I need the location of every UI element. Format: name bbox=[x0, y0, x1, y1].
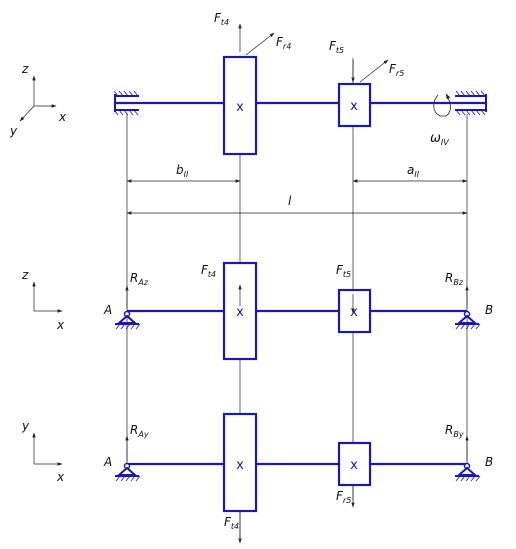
top-gear-4 bbox=[222, 55, 258, 156]
bot-axis-x-label: x bbox=[56, 470, 65, 484]
svg-text:aII: aII bbox=[407, 163, 420, 179]
bottom-axes: y x bbox=[21, 419, 65, 484]
mid-ft5-label: Ft5 bbox=[336, 263, 351, 279]
bot-support-A bbox=[115, 462, 141, 482]
top-gear-4-mark: x bbox=[236, 100, 244, 115]
middle-axes: z x bbox=[21, 268, 65, 332]
omega-rotation-arrow bbox=[433, 93, 451, 117]
mid-gear-4 bbox=[222, 261, 258, 361]
bot-support-B bbox=[455, 462, 481, 482]
top-fr5-arrow bbox=[359, 59, 389, 83]
bot-gear-4-mark: x bbox=[236, 458, 244, 473]
dimension-l: l bbox=[126, 194, 468, 215]
bot-ft4-label: Ft4 bbox=[224, 515, 239, 531]
mid-support-B bbox=[455, 310, 481, 330]
bot-rby-label: RBy bbox=[445, 423, 464, 439]
mid-gear-4-mark: x bbox=[236, 305, 244, 320]
mid-axis-x-label: x bbox=[56, 318, 65, 332]
top-ft4-label: Ft4 bbox=[214, 11, 229, 27]
mid-support-A bbox=[115, 310, 141, 330]
mid-rbz-label: RBz bbox=[445, 271, 464, 287]
bot-axis-y-label: y bbox=[21, 419, 30, 433]
bot-support-B-label: B bbox=[485, 455, 493, 469]
bot-gear-5 bbox=[337, 441, 372, 487]
top-gear-5 bbox=[337, 82, 372, 128]
dimension-b: bII bbox=[126, 163, 241, 183]
bot-support-A-label: A bbox=[103, 455, 112, 469]
bot-fr5-label: Fr5 bbox=[336, 489, 351, 505]
mid-raz-label: RAz bbox=[130, 271, 149, 287]
dimension-a: aII bbox=[352, 163, 468, 183]
top-axis-y-label: y bbox=[9, 124, 18, 138]
top-fr4-label: Fr4 bbox=[276, 35, 291, 51]
top-shaft bbox=[113, 90, 487, 116]
mid-gear-5-mark: x bbox=[350, 305, 358, 320]
bot-ray-label: RAy bbox=[130, 423, 149, 439]
svg-text:bII: bII bbox=[176, 163, 189, 179]
top-axes: z x y bbox=[9, 62, 67, 138]
top-axis-z-label: z bbox=[21, 62, 29, 76]
top-gear-5-mark: x bbox=[350, 99, 358, 114]
mid-support-B-label: B bbox=[485, 303, 493, 317]
omega-label: ωIV bbox=[430, 131, 449, 147]
mid-axis-z-label: z bbox=[21, 268, 29, 282]
mid-ft4-label: Ft4 bbox=[201, 263, 216, 279]
bot-gear-5-mark: x bbox=[350, 458, 358, 473]
bot-gear-4 bbox=[222, 412, 258, 513]
top-fr4-arrow bbox=[245, 32, 275, 56]
construction-lines bbox=[126, 60, 468, 540]
top-ft5-label: Ft5 bbox=[329, 39, 344, 55]
top-axis-x-label: x bbox=[58, 110, 67, 124]
svg-text:l: l bbox=[288, 194, 292, 208]
mid-support-A-label: A bbox=[103, 303, 112, 317]
top-fr5-label: Fr5 bbox=[389, 62, 404, 78]
